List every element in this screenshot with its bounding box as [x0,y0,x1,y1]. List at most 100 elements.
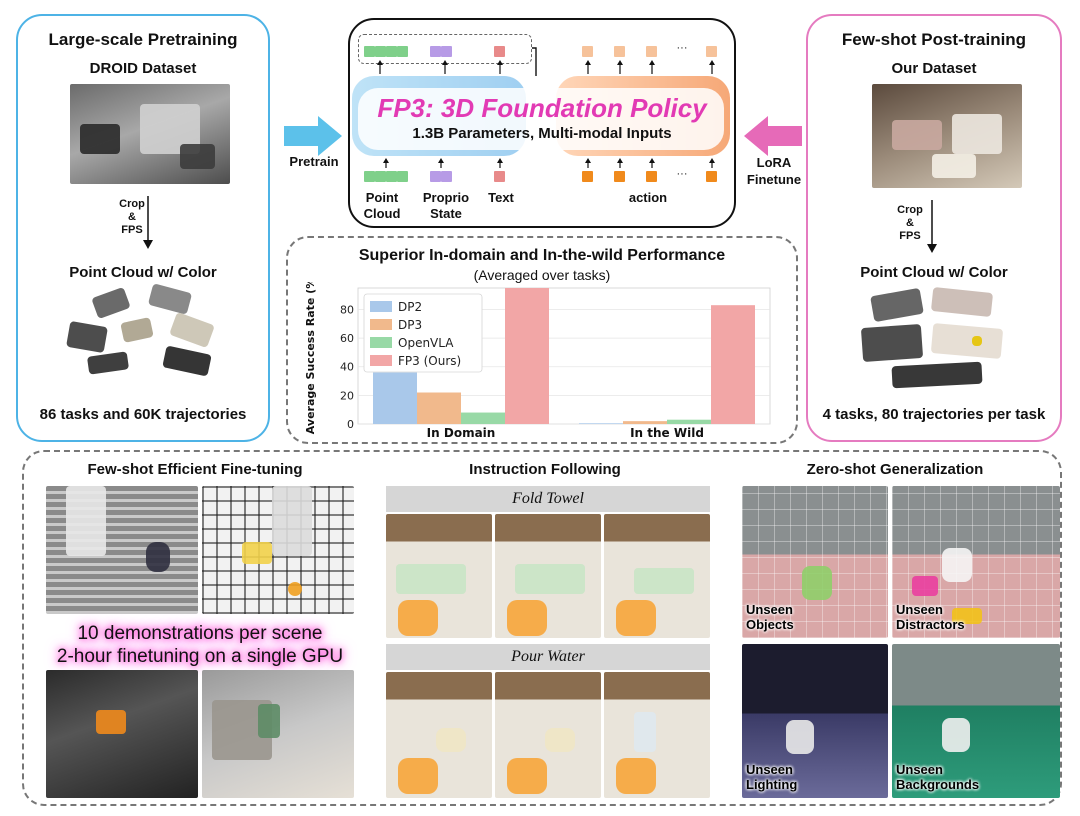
lighting-word: Lighting [746,777,798,792]
legend-swatch-0 [370,301,392,312]
bar-0-3 [505,288,549,424]
lora-label: LoRA [756,155,792,170]
unseen-lighting-label: Unseen Lighting [746,762,797,792]
objects-word: Objects [746,617,794,632]
chart-title: Superior In-domain and In-the-wild Perfo… [358,247,726,264]
model-name: FP3: 3D Foundation Policy [377,93,707,123]
right-down-arrow [927,200,937,253]
unseen-lighting-photo [742,644,888,798]
input-label-proprio: Proprio State [422,190,470,221]
fold-towel-photo-3 [604,514,710,638]
right-cloud-title: Point Cloud w/ Color [860,264,1008,281]
instruction-title: Instruction Following [469,461,621,478]
fold-towel-photo-1 [386,514,492,638]
droid-point-cloud [64,283,234,384]
pretraining-panel [16,14,270,442]
our-dataset-photo [872,84,1022,188]
unseen-backgrounds-photo [892,644,1060,798]
posttraining-title: Few-shot Post-training [841,30,1027,49]
fps-label-right: FPS [899,230,921,242]
unseen-word-3: Unseen [746,762,793,777]
bar-1-3 [711,305,755,424]
bar-1-2 [667,419,711,424]
pour-water-photo-3 [604,672,710,798]
droid-scenes-photo [70,84,230,184]
bottom-panel [22,450,1062,806]
finetune-photo-1 [46,486,198,614]
output-ellipsis: ··· [676,42,688,54]
action-label: action [628,190,668,205]
fold-towel-band: Fold Towel [386,486,710,512]
unseen-objects-label: Unseen Objects [746,602,794,632]
left-cloud-title: Point Cloud w/ Color [69,264,217,281]
y-tick-80: 80 [340,303,354,316]
legend-box [363,293,483,373]
model-label-backdrop [358,88,724,150]
pretraining-title: Large-scale Pretraining [48,30,238,49]
ampersand-label: & [128,211,136,223]
finetune-photo-2 [202,486,354,614]
right-process-label: Crop & FPS [896,204,924,243]
our-dataset-label: Our Dataset [891,60,977,77]
y-axis-label: Average Success Rate (% [304,282,317,434]
legend-swatch-1 [370,319,392,330]
unseen-word-2: Unseen [896,602,943,617]
legend-label-2: OpenVLA [398,336,454,350]
unseen-distractors-label: Unseen Distractors [896,602,965,632]
finetune-photo-4 [202,670,354,798]
finetune-label: LoRA Finetune [736,154,812,188]
ampersand-label-right: & [906,217,914,229]
chart-subtitle: (Averaged over tasks) [473,267,611,283]
input-ellipsis: ··· [676,168,688,180]
finetune-word: Finetune [746,172,802,187]
posttraining-panel [806,14,1062,442]
our-point-cloud [852,282,1032,392]
category-label-1: In the Wild [630,426,704,440]
bar-1-0 [579,423,623,424]
success-rate-chart: 0 20 40 60 80 Average Success Rate (% In Domai… [304,282,771,440]
finetuning-glow-text: 2-hour finetuning on a single GPU [56,646,344,667]
distractors-word: Distractors [896,617,965,632]
output-token-bracket [358,34,532,64]
y-tick-60: 60 [340,332,354,345]
legend-swatch-2 [370,337,392,348]
category-label-0: In Domain [427,426,496,440]
unseen-distractors-photo [892,486,1060,638]
pretrain-arrow [284,116,342,156]
unseen-objects-photo [742,486,888,638]
left-footer: 86 tasks and 60K trajectories [39,406,247,423]
crop-label: Crop [119,198,145,210]
demonstrations-glow-text: 10 demonstrations per scene [77,623,323,644]
unseen-backgrounds-label: Unseen Backgrounds [896,762,979,792]
bar-0-0 [373,372,417,424]
finetune-arrow [744,116,802,156]
backgrounds-word: Backgrounds [896,777,980,792]
y-tick-40: 40 [340,361,354,374]
fold-towel-photo-2 [495,514,601,638]
y-tick-0: 0 [347,418,354,431]
legend-label-1: DP3 [398,318,422,332]
bar-0-1 [417,392,461,424]
pour-water-band: Pour Water [386,644,710,670]
model-subtitle: 1.3B Parameters, Multi-modal Inputs [412,125,672,142]
fewshot-title: Few-shot Efficient Fine-tuning [87,461,303,478]
crop-label-right: Crop [897,204,923,216]
finetune-photo-3 [46,670,198,798]
droid-dataset-label: DROID Dataset [89,60,197,77]
legend-label-3: FP3 (Ours) [398,354,461,368]
unseen-word-1: Unseen [746,602,793,617]
pour-water-photo-2 [495,672,601,798]
legend-swatch-3 [370,355,392,366]
pretrain-label: Pretrain [289,154,339,169]
y-tick-20: 20 [340,389,354,402]
input-label-text: Text [488,190,514,205]
bar-1-1 [623,421,667,424]
left-process-label: Crop & FPS [118,198,146,237]
left-down-arrow [143,196,153,249]
zeroshot-title: Zero-shot Generalization [806,461,984,478]
unseen-word-4: Unseen [896,762,943,777]
fps-label: FPS [121,224,143,236]
right-footer: 4 tasks, 80 trajectories per task [822,406,1046,423]
input-label-point-cloud: Point Cloud [363,190,401,221]
